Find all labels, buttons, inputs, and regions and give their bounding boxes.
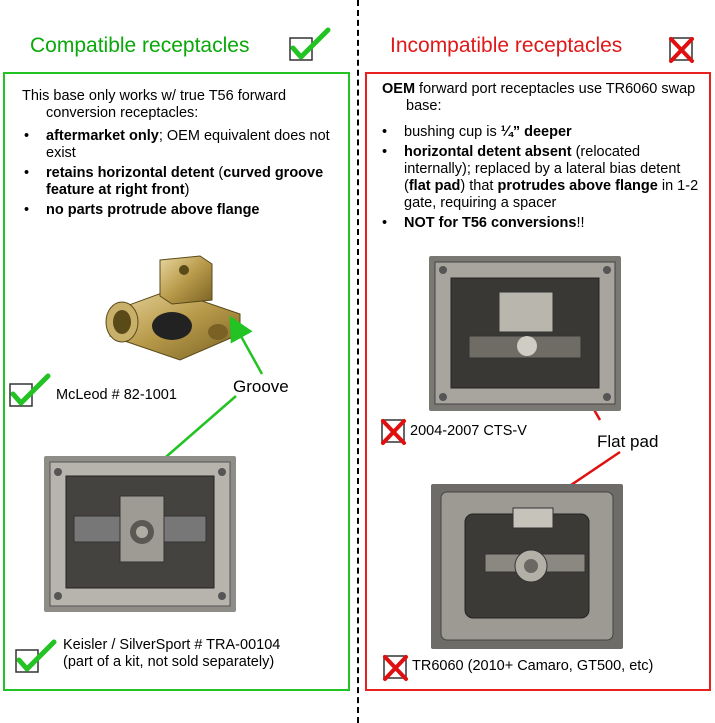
check-icon	[289, 27, 331, 61]
mcleod-caption: McLeod # 82-1001	[56, 387, 177, 404]
mcleod-part-photo	[105, 255, 241, 361]
compatible-header: Compatible receptacles	[30, 34, 249, 58]
ctsv-caption-text: 2004-2007 CTS-V	[410, 423, 527, 439]
check-icon	[9, 373, 51, 407]
bullet-item: NOT for T56 conversions!!	[378, 215, 703, 232]
incompatible-intro-text: forward port receptacles use TR6060 swap…	[406, 81, 696, 114]
keisler-caption-line1: Keisler / SilverSport # TRA-00104	[63, 637, 281, 653]
keisler-caption: Keisler / SilverSport # TRA-00104 (part …	[63, 637, 280, 671]
bullet-item: no parts protrude above flange	[20, 202, 330, 219]
bullet-item: bushing cup is ¼” deeper	[378, 124, 703, 141]
incompatible-header-text: Incompatible receptacles	[390, 34, 623, 57]
compatible-bullets: aftermarket only; OEM equivalent does no…	[20, 128, 330, 222]
keisler-receptacle-photo	[44, 456, 236, 612]
compatible-intro: This base only works w/ true T56 forward…	[22, 88, 332, 122]
ctsv-caption: 2004-2007 CTS-V	[410, 423, 527, 440]
flat-pad-callout: Flat pad	[597, 432, 658, 452]
mcleod-caption-text: McLeod # 82-1001	[56, 387, 177, 403]
bullet-item: aftermarket only; OEM equivalent does no…	[20, 128, 330, 162]
compatible-intro-text: This base only works w/ true T56 forward…	[22, 88, 287, 121]
cross-icon	[669, 37, 694, 63]
incompatible-bullets: bushing cup is ¼” deeper horizontal dete…	[378, 124, 703, 235]
bullet-item: retains horizontal detent (curved groove…	[20, 165, 330, 199]
incompatible-panel	[365, 72, 711, 691]
ctsv-receptacle-photo	[429, 256, 621, 411]
tr6060-receptacle-photo	[431, 484, 623, 649]
cross-icon	[383, 655, 408, 681]
tr6060-caption-text: TR6060 (2010+ Camaro, GT500, etc)	[412, 658, 654, 674]
flat-pad-callout-text: Flat pad	[597, 432, 659, 451]
incompatible-header: Incompatible receptacles	[390, 34, 622, 58]
compatible-panel	[3, 72, 350, 691]
groove-callout-text: Groove	[233, 377, 289, 396]
groove-callout: Groove	[233, 377, 289, 397]
center-divider	[357, 0, 359, 723]
cross-icon	[381, 419, 406, 445]
oem-bold: OEM	[382, 81, 416, 97]
tr6060-caption: TR6060 (2010+ Camaro, GT500, etc)	[412, 658, 653, 675]
keisler-caption-line2: (part of a kit, not sold separately)	[63, 654, 275, 670]
check-icon	[15, 639, 57, 673]
compatible-header-text: Compatible receptacles	[30, 34, 250, 57]
incompatible-intro: OEM forward port receptacles use TR6060 …	[382, 81, 700, 115]
bullet-item: horizontal detent absent (relocated inte…	[378, 144, 703, 212]
